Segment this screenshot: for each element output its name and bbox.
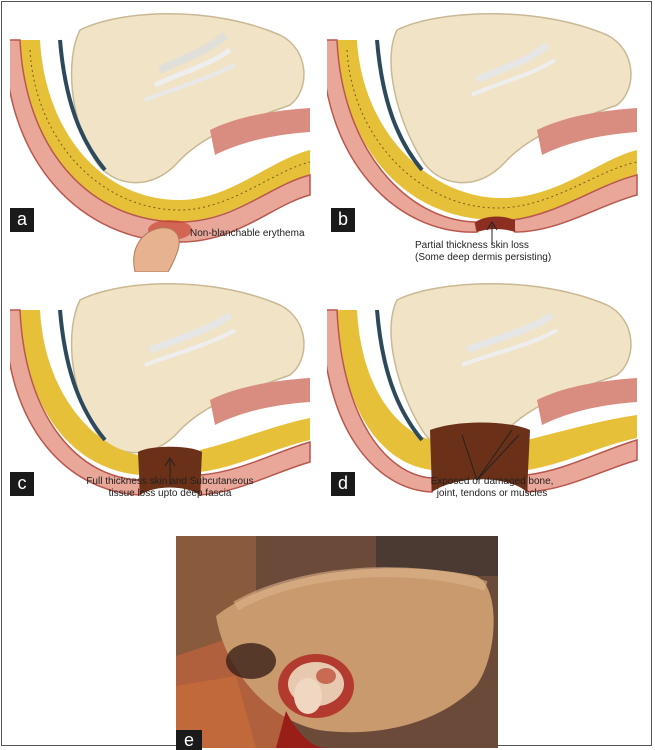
panel-c-label: c [10,472,34,496]
panel-a-caption: Non-blanchable erythema [190,228,305,240]
panel-e-photograph [176,536,498,748]
panel-c-illustration: c Full thickness skin and Subcutaneous t… [10,280,320,520]
panel-b-caption-line2: (Some deep dermis persisting) [415,252,551,264]
panel-a-label: a [10,208,34,232]
panel-d-label: d [331,472,355,496]
pressure-ulcer-photo [176,536,498,748]
panel-c-caption-line1: Full thickness skin and Subcutaneous [75,476,265,488]
panel-b-label: b [331,208,355,232]
panel-b-illustration: b Partial thickness skin loss (Some deep… [327,10,647,272]
panel-d-illustration: d Exposed or damaged bone, joint, tendon… [327,280,647,520]
panel-d-caption-line1: Exposed or damaged bone, [407,476,577,488]
pressure-stage-2-illustration [327,10,647,272]
panel-e-label: e [176,730,202,750]
panel-a-illustration: a Non-blanchable erythema [10,10,320,272]
panel-d-caption-line2: joint, tendons or muscles [407,488,577,500]
panel-b-caption-line1: Partial thickness skin loss [415,240,529,252]
panel-c-caption-line2: tissue loss upto deep fascia [75,488,265,500]
